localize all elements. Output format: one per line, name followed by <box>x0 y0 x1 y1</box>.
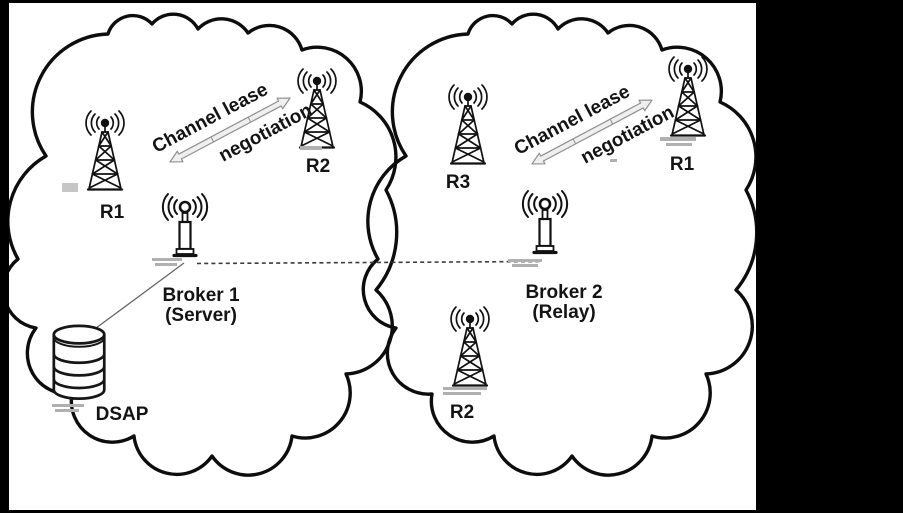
frame-top-bar <box>0 0 903 3</box>
tower-label-r1-cloud2: R1 <box>669 154 695 175</box>
broker1-name: Broker 1 <box>162 285 240 306</box>
broker2-label: Broker 2 (Relay) <box>500 283 628 323</box>
dsap-label: DSAP <box>95 404 149 425</box>
frame-left-bar <box>0 0 9 513</box>
broker1-role: (Server) <box>165 305 237 326</box>
broker1-label: Broker 1 (Server) <box>137 286 265 326</box>
tower-label-r2-cloud1: R2 <box>305 156 331 177</box>
broker2-role: (Relay) <box>532 302 596 323</box>
tower-label-r3-cloud2: R3 <box>445 172 471 193</box>
frame-bottom-bar <box>0 510 903 513</box>
tower-label-r1-cloud1: R1 <box>99 202 125 223</box>
tower-label-r2-cloud2: R2 <box>449 402 475 423</box>
database-icon-dsap <box>52 324 106 400</box>
channel-lease-negotiation-cloud1: Channel lease negotiation <box>132 59 328 201</box>
frame-right-block <box>756 0 903 513</box>
watermark-marks <box>52 137 696 412</box>
double-arrow-icon <box>169 97 291 163</box>
channel-lease-negotiation-cloud2: Channel lease negotiation <box>494 61 690 203</box>
broker2-name: Broker 2 <box>525 282 603 303</box>
double-arrow-icon <box>531 99 653 165</box>
dsap-broker1-link-line <box>91 262 185 332</box>
